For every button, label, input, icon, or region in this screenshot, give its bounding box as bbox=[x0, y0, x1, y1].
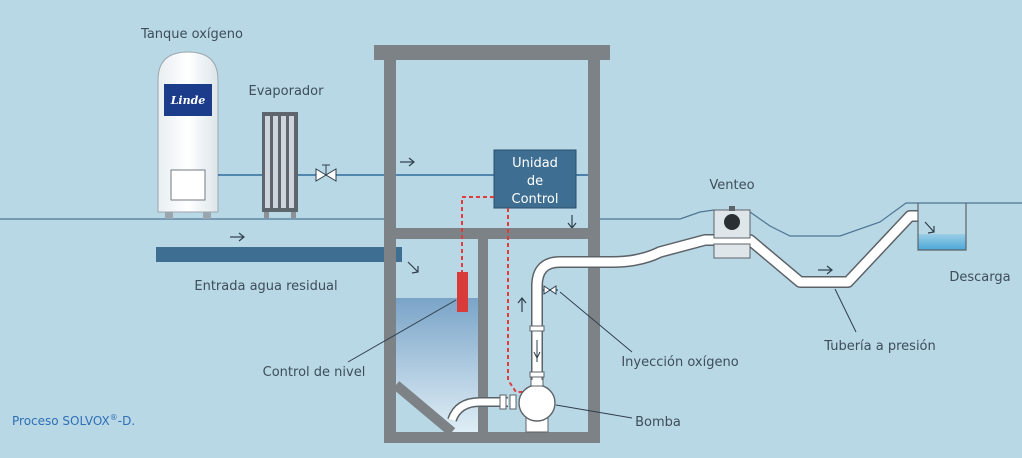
flow-arrow-into-tank bbox=[407, 261, 419, 274]
injection-valve-icon bbox=[543, 285, 557, 295]
evaporator bbox=[262, 112, 298, 218]
flow-arrow-up bbox=[517, 297, 527, 312]
label-vent: Venteo bbox=[709, 178, 754, 193]
caption: Proceso SOLVOX®-D. bbox=[12, 413, 135, 428]
wastewater-well bbox=[392, 298, 478, 436]
caption-tail: -D. bbox=[118, 414, 135, 428]
leader-line bbox=[347, 288, 857, 419]
flow-arrow-down bbox=[567, 215, 577, 229]
oxygen-tank bbox=[157, 51, 219, 219]
flow-arrow-inlet bbox=[230, 232, 245, 242]
label-discharge: Descarga bbox=[949, 270, 1010, 285]
label-pressure-pipe: Tubería a presión bbox=[823, 339, 936, 354]
pressure-pipe bbox=[529, 210, 918, 380]
ground-line bbox=[0, 202, 1022, 237]
caption-sup: ® bbox=[110, 413, 118, 422]
linde-logo-text: Linde bbox=[170, 94, 206, 107]
control-unit: Unidad de Control bbox=[493, 149, 577, 209]
label-oxygen-injection: Inyección oxígeno bbox=[621, 355, 738, 370]
pump bbox=[518, 377, 556, 433]
control-unit-label-3: Control bbox=[512, 192, 559, 207]
label-level-control: Control de nivel bbox=[263, 365, 366, 380]
linde-logo: Linde bbox=[164, 84, 212, 116]
level-sensor bbox=[457, 272, 468, 312]
flow-arrow-pressure bbox=[818, 265, 833, 275]
label-oxygen-tank: Tanque oxígeno bbox=[140, 27, 243, 42]
pump-station-structure bbox=[374, 45, 610, 443]
check-valve-icon bbox=[533, 340, 541, 362]
flow-arrow-oxygen bbox=[400, 157, 415, 167]
label-pump: Bomba bbox=[635, 415, 681, 430]
control-unit-label-2: de bbox=[527, 174, 543, 189]
vent-chamber bbox=[713, 206, 751, 259]
discharge-basin bbox=[917, 203, 967, 251]
wastewater-inlet-pipe bbox=[156, 247, 402, 262]
valve-icon bbox=[315, 164, 337, 182]
label-wastewater-inlet: Entrada agua residual bbox=[194, 279, 337, 294]
caption-main: Proceso SOLVOX bbox=[12, 414, 110, 428]
control-unit-label-1: Unidad bbox=[512, 156, 558, 171]
label-evaporator: Evaporador bbox=[249, 84, 325, 99]
suction-pipe bbox=[447, 394, 517, 422]
